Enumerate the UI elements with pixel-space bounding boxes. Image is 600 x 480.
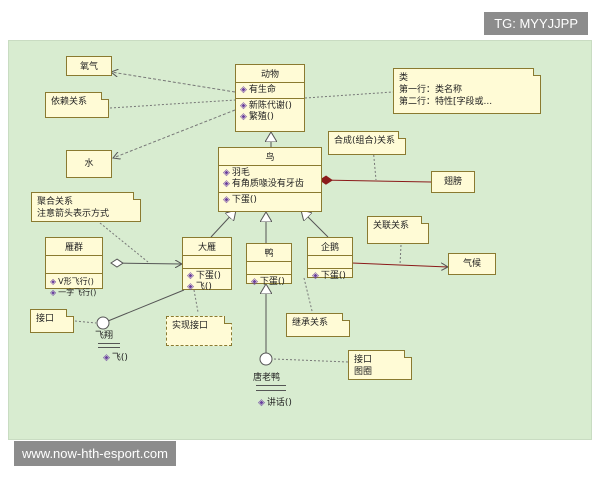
watermark-top: TG: MYYJJPP bbox=[484, 12, 588, 35]
class-climate: 气候 bbox=[448, 253, 496, 275]
fly-interface-op: ◈飞() bbox=[103, 350, 128, 363]
note-lollipop-line2: 图圈 bbox=[354, 367, 373, 377]
bird-attr-beak: 有角质喙没有牙齿 bbox=[231, 179, 304, 189]
method-icon: ◈ bbox=[223, 195, 230, 205]
bird-attr-feather: 羽毛 bbox=[231, 168, 250, 178]
class-wing-name: 翅膀 bbox=[443, 177, 462, 187]
method-icon: ◈ bbox=[50, 277, 57, 286]
note-dependency-text: 依赖关系 bbox=[51, 97, 88, 107]
relationship-lines bbox=[74, 40, 590, 366]
fly-interface-separator bbox=[98, 343, 120, 344]
attribute-icon: ◈ bbox=[240, 85, 247, 95]
attribute-icon: ◈ bbox=[223, 168, 230, 178]
tang-duck-name: 唐老鸭 bbox=[253, 373, 281, 383]
dep-note-link bbox=[109, 99, 236, 109]
class-animal: 动物 ◈有生命 ◈新陈代谢() ◈繁殖() bbox=[235, 64, 305, 132]
class-animal-name: 动物 bbox=[236, 65, 304, 83]
tang-duck-separator bbox=[256, 385, 286, 386]
method-icon: ◈ bbox=[240, 101, 247, 111]
animal-op-metabolism: 新陈代谢() bbox=[248, 101, 292, 111]
tang-duck-op-text: 讲话() bbox=[266, 398, 292, 408]
duck-op-lay-egg: 下蛋() bbox=[259, 277, 285, 287]
note-dependency: 依赖关系 bbox=[45, 92, 109, 118]
note-inheritance-text: 继承关系 bbox=[292, 318, 329, 328]
note-composition: 合成(组合)关系 bbox=[328, 131, 406, 155]
class-wild-goose: 大雁 ◈下蛋() ◈飞() bbox=[182, 237, 232, 292]
tang-duck-separator-2 bbox=[256, 390, 286, 391]
class-wild-goose-name: 大雁 bbox=[183, 238, 231, 256]
attribute-icon: ◈ bbox=[223, 179, 230, 189]
class-wing: 翅膀 bbox=[431, 171, 475, 193]
method-icon: ◈ bbox=[187, 271, 194, 281]
note-association: 关联关系 bbox=[367, 216, 429, 244]
note-implement: 实现接口 bbox=[166, 316, 232, 346]
dep-water bbox=[113, 109, 236, 158]
class-bird-name: 鸟 bbox=[219, 148, 321, 166]
method-icon: ◈ bbox=[251, 277, 258, 287]
note-lollipop-line1: 接口 bbox=[354, 355, 373, 365]
association-note-link bbox=[399, 244, 402, 266]
penguin-op-lay-egg: 下蛋() bbox=[320, 271, 346, 281]
class-goose-flock-name: 雁群 bbox=[46, 238, 102, 256]
aggregation bbox=[111, 263, 182, 264]
class-oxygen-name: 氧气 bbox=[79, 62, 98, 72]
class-goose-flock: 雁群 ◈V形飞行() ◈一字飞行() bbox=[45, 237, 103, 297]
fly-interface-name: 飞翔 bbox=[95, 331, 114, 341]
note-class-line1: 类 bbox=[399, 73, 409, 83]
class-note-link bbox=[304, 91, 394, 99]
class-duck-name: 鸭 bbox=[247, 244, 291, 262]
dep-oxygen bbox=[111, 72, 236, 93]
animal-op-reproduce: 繁殖() bbox=[248, 112, 274, 122]
tang-lollipop bbox=[259, 352, 273, 366]
class-bird: 鸟 ◈羽毛 ◈有角质喙没有牙齿 ◈下蛋() bbox=[218, 147, 322, 212]
fly-lollipop bbox=[96, 316, 110, 330]
note-inheritance: 继承关系 bbox=[286, 313, 350, 337]
method-icon: ◈ bbox=[312, 271, 319, 281]
note-aggregation-line1: 聚合关系 bbox=[37, 197, 74, 207]
method-icon: ◈ bbox=[258, 398, 265, 408]
composition-wing bbox=[319, 175, 432, 185]
flock-op-v: V形飞行() bbox=[58, 277, 94, 286]
class-water-name: 水 bbox=[84, 159, 94, 169]
class-water: 水 bbox=[66, 150, 112, 178]
note-implement-text: 实现接口 bbox=[172, 321, 209, 331]
note-interface-text: 接口 bbox=[36, 314, 55, 324]
method-icon: ◈ bbox=[187, 282, 194, 292]
class-duck: 鸭 ◈下蛋() bbox=[246, 243, 292, 287]
aggregation-note-link bbox=[99, 222, 149, 263]
note-interface: 接口 bbox=[30, 309, 74, 333]
note-class-line2: 第一行：类名称 bbox=[399, 85, 463, 95]
note-aggregation: 聚合关系 注意箭头表示方式 bbox=[31, 192, 141, 222]
fly-interface-op-text: 飞() bbox=[111, 353, 128, 363]
flock-op-line: 一字飞行() bbox=[58, 288, 97, 297]
note-lollipop: 接口 图圈 bbox=[348, 350, 412, 380]
note-class: 类 第一行：类名称 第二行：特性[字段或... bbox=[393, 68, 541, 114]
note-composition-text: 合成(组合)关系 bbox=[334, 136, 396, 146]
interface-note-link bbox=[74, 320, 97, 324]
note-association-text: 关联关系 bbox=[373, 221, 410, 231]
method-icon: ◈ bbox=[240, 112, 247, 122]
fly-interface-separator-2 bbox=[98, 347, 120, 348]
realize-fly bbox=[107, 289, 185, 322]
inherit-goose bbox=[210, 210, 236, 238]
class-penguin: 企鹅 ◈下蛋() bbox=[307, 237, 353, 281]
goose-op-fly: 飞() bbox=[195, 282, 212, 292]
watermark-bottom: www.now-hth-esport.com bbox=[14, 441, 176, 466]
class-oxygen: 氧气 bbox=[66, 56, 112, 76]
note-aggregation-line2: 注意箭头表示方式 bbox=[37, 209, 110, 219]
lollipop-note-link bbox=[273, 358, 349, 363]
bird-op-lay-egg: 下蛋() bbox=[231, 195, 257, 205]
animal-attr-life: 有生命 bbox=[248, 85, 276, 95]
method-icon: ◈ bbox=[103, 353, 110, 363]
method-icon: ◈ bbox=[50, 288, 57, 297]
class-climate-name: 气候 bbox=[462, 259, 481, 269]
inherit-penguin bbox=[301, 210, 329, 238]
class-penguin-name: 企鹅 bbox=[308, 238, 352, 256]
note-class-line3: 第二行：特性[字段或... bbox=[399, 97, 493, 107]
tang-duck-op: ◈讲话() bbox=[258, 395, 292, 408]
goose-op-lay-egg: 下蛋() bbox=[195, 271, 221, 281]
